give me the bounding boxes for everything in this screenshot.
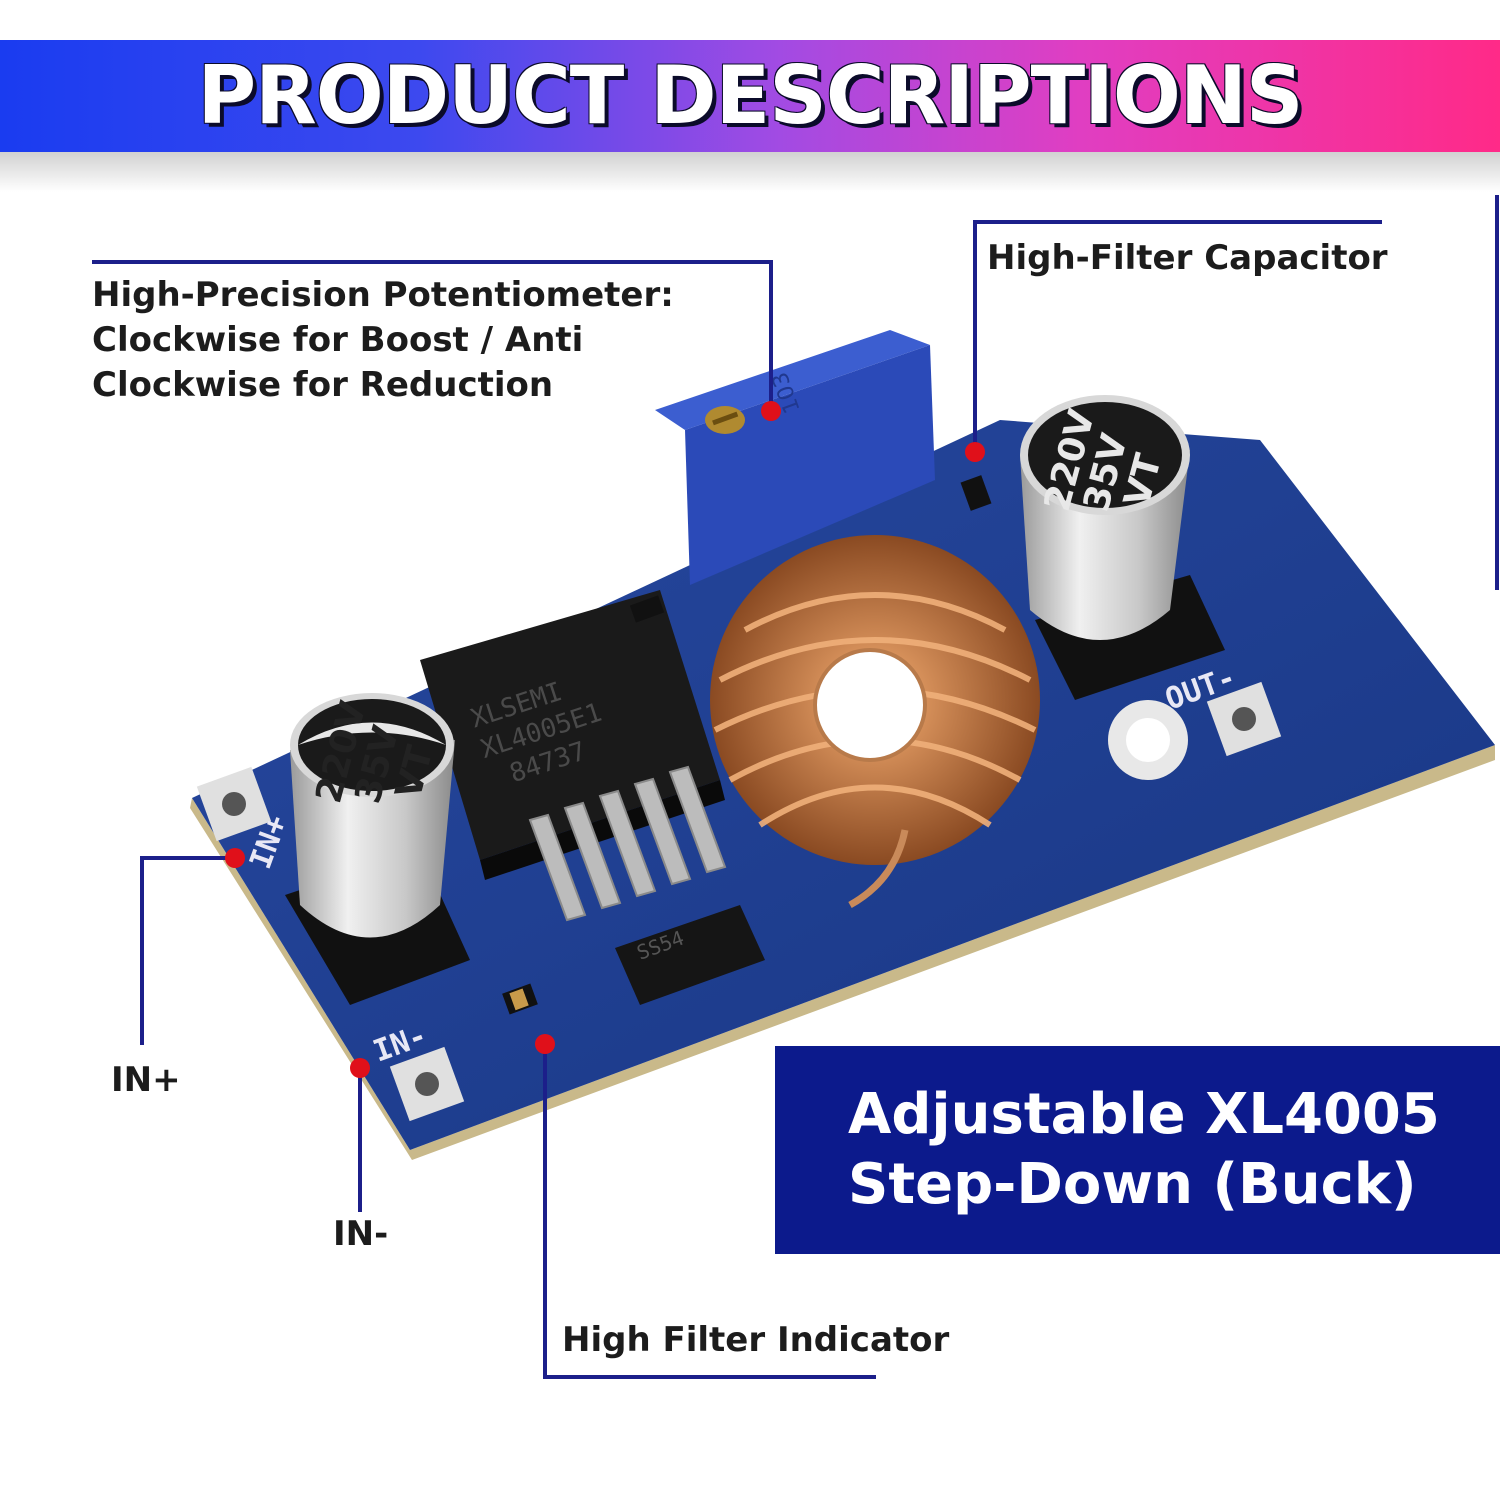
page-title: PRODUCT DESCRIPTIONS: [197, 49, 1303, 142]
leader-capacitor: [973, 220, 1382, 452]
dot-in-minus: [350, 1058, 370, 1078]
dot-potentiometer: [761, 401, 781, 421]
product-title-line1: Adjustable XL4005: [848, 1082, 1440, 1147]
potentiometer-callout: High-Precision Potentiometer: Clockwise …: [92, 273, 674, 408]
product-title-line2: Step-Down (Buck): [848, 1152, 1417, 1217]
mounting-pad-in-minus: [389, 1046, 465, 1122]
capacitor-left: 220V 35V VT: [290, 693, 455, 938]
dot-capacitor: [965, 442, 985, 462]
dot-indicator: [535, 1034, 555, 1054]
mounting-pad-in-plus: [196, 766, 272, 842]
dot-in-plus: [225, 848, 245, 868]
toroidal-inductor: [710, 535, 1040, 909]
potentiometer-callout-line1: High-Precision Potentiometer:: [92, 275, 674, 315]
product-title-box: [775, 1046, 1500, 1254]
potentiometer: 103: [655, 330, 935, 585]
leader-indicator: [543, 1044, 876, 1379]
leader-in-plus: [140, 856, 235, 1045]
capacitor-callout: High-Filter Capacitor: [987, 238, 1388, 278]
capacitor-right: 220V 35V VT: [1020, 395, 1190, 640]
header-banner: [0, 40, 1500, 152]
xl4005-chip: XLSEMI XL4005E1 84737: [420, 590, 727, 922]
smd-cap-top: [960, 475, 992, 511]
product-title: Adjustable XL4005 Step-Down (Buck): [848, 1080, 1440, 1220]
smd-resistor: [629, 595, 665, 623]
indicator-callout: High Filter Indicator: [562, 1320, 950, 1360]
in-minus-callout: IN-: [333, 1214, 389, 1254]
callout-lines: [92, 195, 1499, 1379]
in-plus-callout: IN+: [111, 1060, 181, 1100]
banner-shadow: [0, 152, 1500, 192]
leader-potentiometer: [92, 260, 773, 411]
mounting-pad-out-minus: [1206, 681, 1282, 757]
callout-dots: [225, 401, 985, 1078]
potentiometer-callout-line3: Clockwise for Reduction: [92, 365, 554, 405]
potentiometer-callout-line2: Clockwise for Boost / Anti: [92, 320, 584, 360]
